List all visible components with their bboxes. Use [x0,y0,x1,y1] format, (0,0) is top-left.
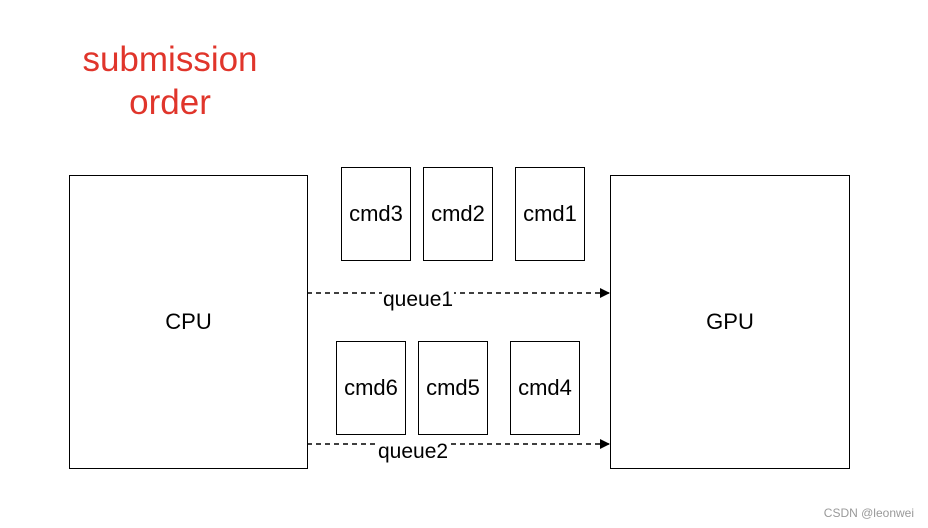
queue2-command: cmd6 [336,341,406,435]
command-label: cmd1 [523,201,577,226]
gpu-label: GPU [706,309,754,334]
queue1-command: cmd2 [423,167,493,261]
command-label: cmd5 [426,375,480,400]
queue2-command: cmd4 [510,341,580,435]
title-line-2: order [129,83,211,122]
cpu-box: CPU [69,175,308,469]
queue2-label: queue2 [377,440,450,463]
command-label: cmd4 [518,375,572,400]
command-label: cmd3 [349,201,403,226]
command-label: cmd2 [431,201,485,226]
queue1-command: cmd3 [341,167,411,261]
watermark: CSDN @leonwei [823,506,914,520]
cpu-label: CPU [165,309,212,334]
submission-order-title: submission order [60,38,280,124]
command-label: cmd6 [344,375,398,400]
gpu-box: GPU [610,175,850,469]
queue1-command: cmd1 [515,167,585,261]
queue2-command: cmd5 [418,341,488,435]
queue1-label: queue1 [382,288,455,311]
title-line-1: submission [82,40,258,79]
